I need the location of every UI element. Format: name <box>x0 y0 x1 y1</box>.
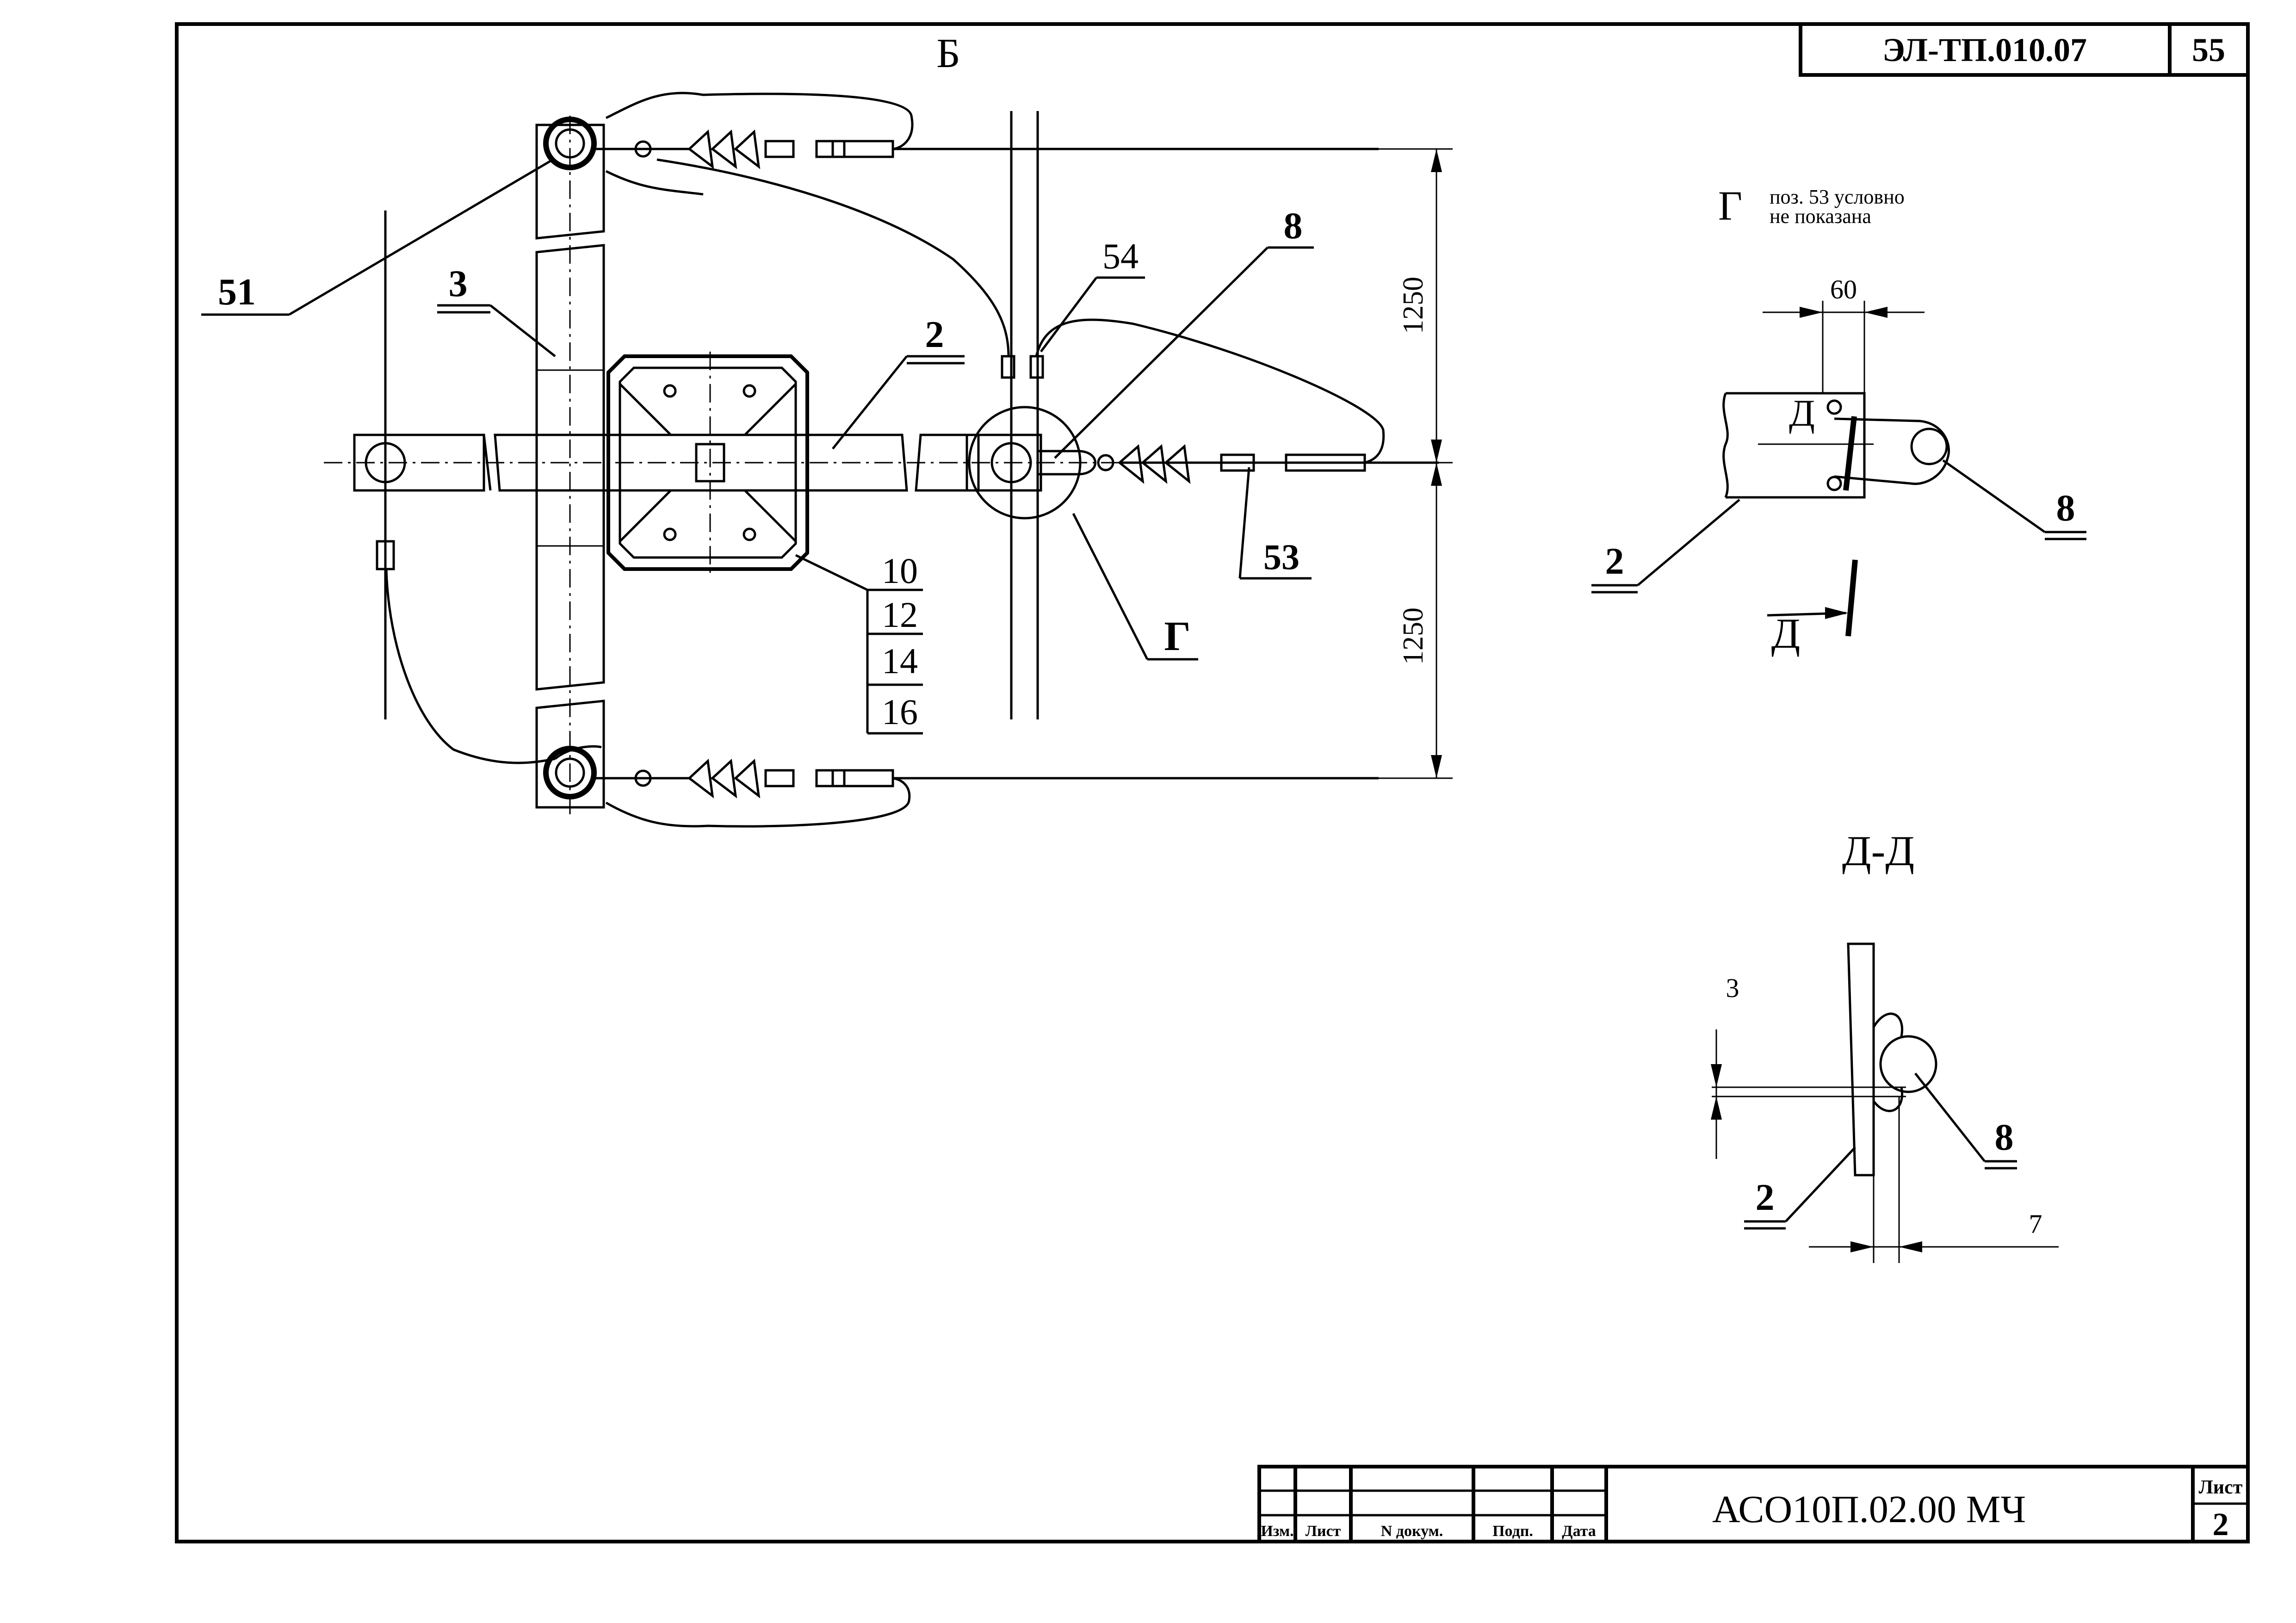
dim-3: 3 <box>1726 973 1739 1003</box>
document-code: ЭЛ-ТП.010.07 <box>1882 31 2087 68</box>
section-dd-title: Д-Д <box>1842 827 1914 874</box>
callout-stack: 10 12 14 16 <box>795 551 923 735</box>
sheet-number: 2 <box>2213 1507 2229 1542</box>
callout-g-ref: Г <box>1072 513 1198 661</box>
callout-2-label: 2 <box>925 313 944 355</box>
sheet-label: Лист <box>2199 1477 2243 1498</box>
section-dd-callout-2: 2 <box>1756 1176 1775 1218</box>
callout-16-label: 16 <box>882 692 918 732</box>
view-b-title: Б <box>936 31 960 76</box>
page-number: 55 <box>2192 31 2225 68</box>
section-dd: Д-Д 3 7 8 2 <box>1711 827 2059 1263</box>
view-g-callout-2: 2 <box>1605 540 1624 582</box>
callout-2: 2 <box>832 313 965 450</box>
view-g-label-d-top: Д <box>1789 392 1815 434</box>
dim-60: 60 <box>1830 274 1857 304</box>
section-dd-callout-8: 8 <box>1995 1116 2014 1158</box>
callout-53: 53 <box>1238 467 1312 580</box>
top-insulator-string <box>543 92 914 196</box>
view-g: Г поз. 53 условно не показана 60 Д Д 8 <box>1591 183 2086 657</box>
callout-51-label: 51 <box>218 271 256 313</box>
title-block: Изм. Лист N докум. Подп. Дата АСО10П.02.… <box>1257 1465 2250 1543</box>
crossarm-beam <box>353 434 1042 492</box>
title-col-ndokum: N докум. <box>1381 1523 1443 1540</box>
dim-1250-lower: 1250 <box>1398 607 1429 665</box>
view-b: Б <box>201 31 1453 828</box>
view-g-label-d-bottom: Д <box>1771 610 1801 657</box>
callout-54-label: 54 <box>1102 236 1139 276</box>
callout-3-label: 3 <box>449 262 468 304</box>
callout-54: 54 <box>1040 236 1145 353</box>
title-col-izm: Изм. <box>1261 1523 1293 1540</box>
dim-7: 7 <box>2029 1209 2042 1239</box>
callout-12-label: 12 <box>882 595 918 635</box>
view-g-letter: Г <box>1718 183 1742 229</box>
callout-g-ref-label: Г <box>1164 613 1190 659</box>
callout-3: 3 <box>437 262 556 357</box>
callout-51: 51 <box>201 158 554 316</box>
header-block: ЭЛ-ТП.010.07 55 <box>1799 22 2250 77</box>
vertical-post <box>535 116 605 814</box>
dimensions-1250: 1250 1250 <box>1379 148 1453 779</box>
dim-1250-upper: 1250 <box>1398 277 1429 334</box>
right-hardware <box>656 158 1385 520</box>
callout-8: 8 <box>1054 204 1314 459</box>
center-frame <box>606 352 809 574</box>
document-designation: АСО10П.02.00 МЧ <box>1712 1488 2026 1531</box>
view-g-callout-8: 8 <box>2056 487 2075 529</box>
callout-8-label: 8 <box>1284 204 1303 247</box>
callout-53-label: 53 <box>1263 537 1300 577</box>
title-col-list: Лист <box>1306 1523 1341 1540</box>
title-col-podp: Подп. <box>1492 1523 1533 1540</box>
sheet-frame <box>175 22 2250 1543</box>
view-g-note-line2: не показана <box>1770 205 1871 228</box>
callout-10-label: 10 <box>882 551 918 591</box>
bottom-insulator-string <box>543 745 911 828</box>
callout-14-label: 14 <box>882 641 918 681</box>
title-col-data: Дата <box>1562 1523 1596 1540</box>
view-g-note-line1: поз. 53 условно <box>1770 186 1905 208</box>
